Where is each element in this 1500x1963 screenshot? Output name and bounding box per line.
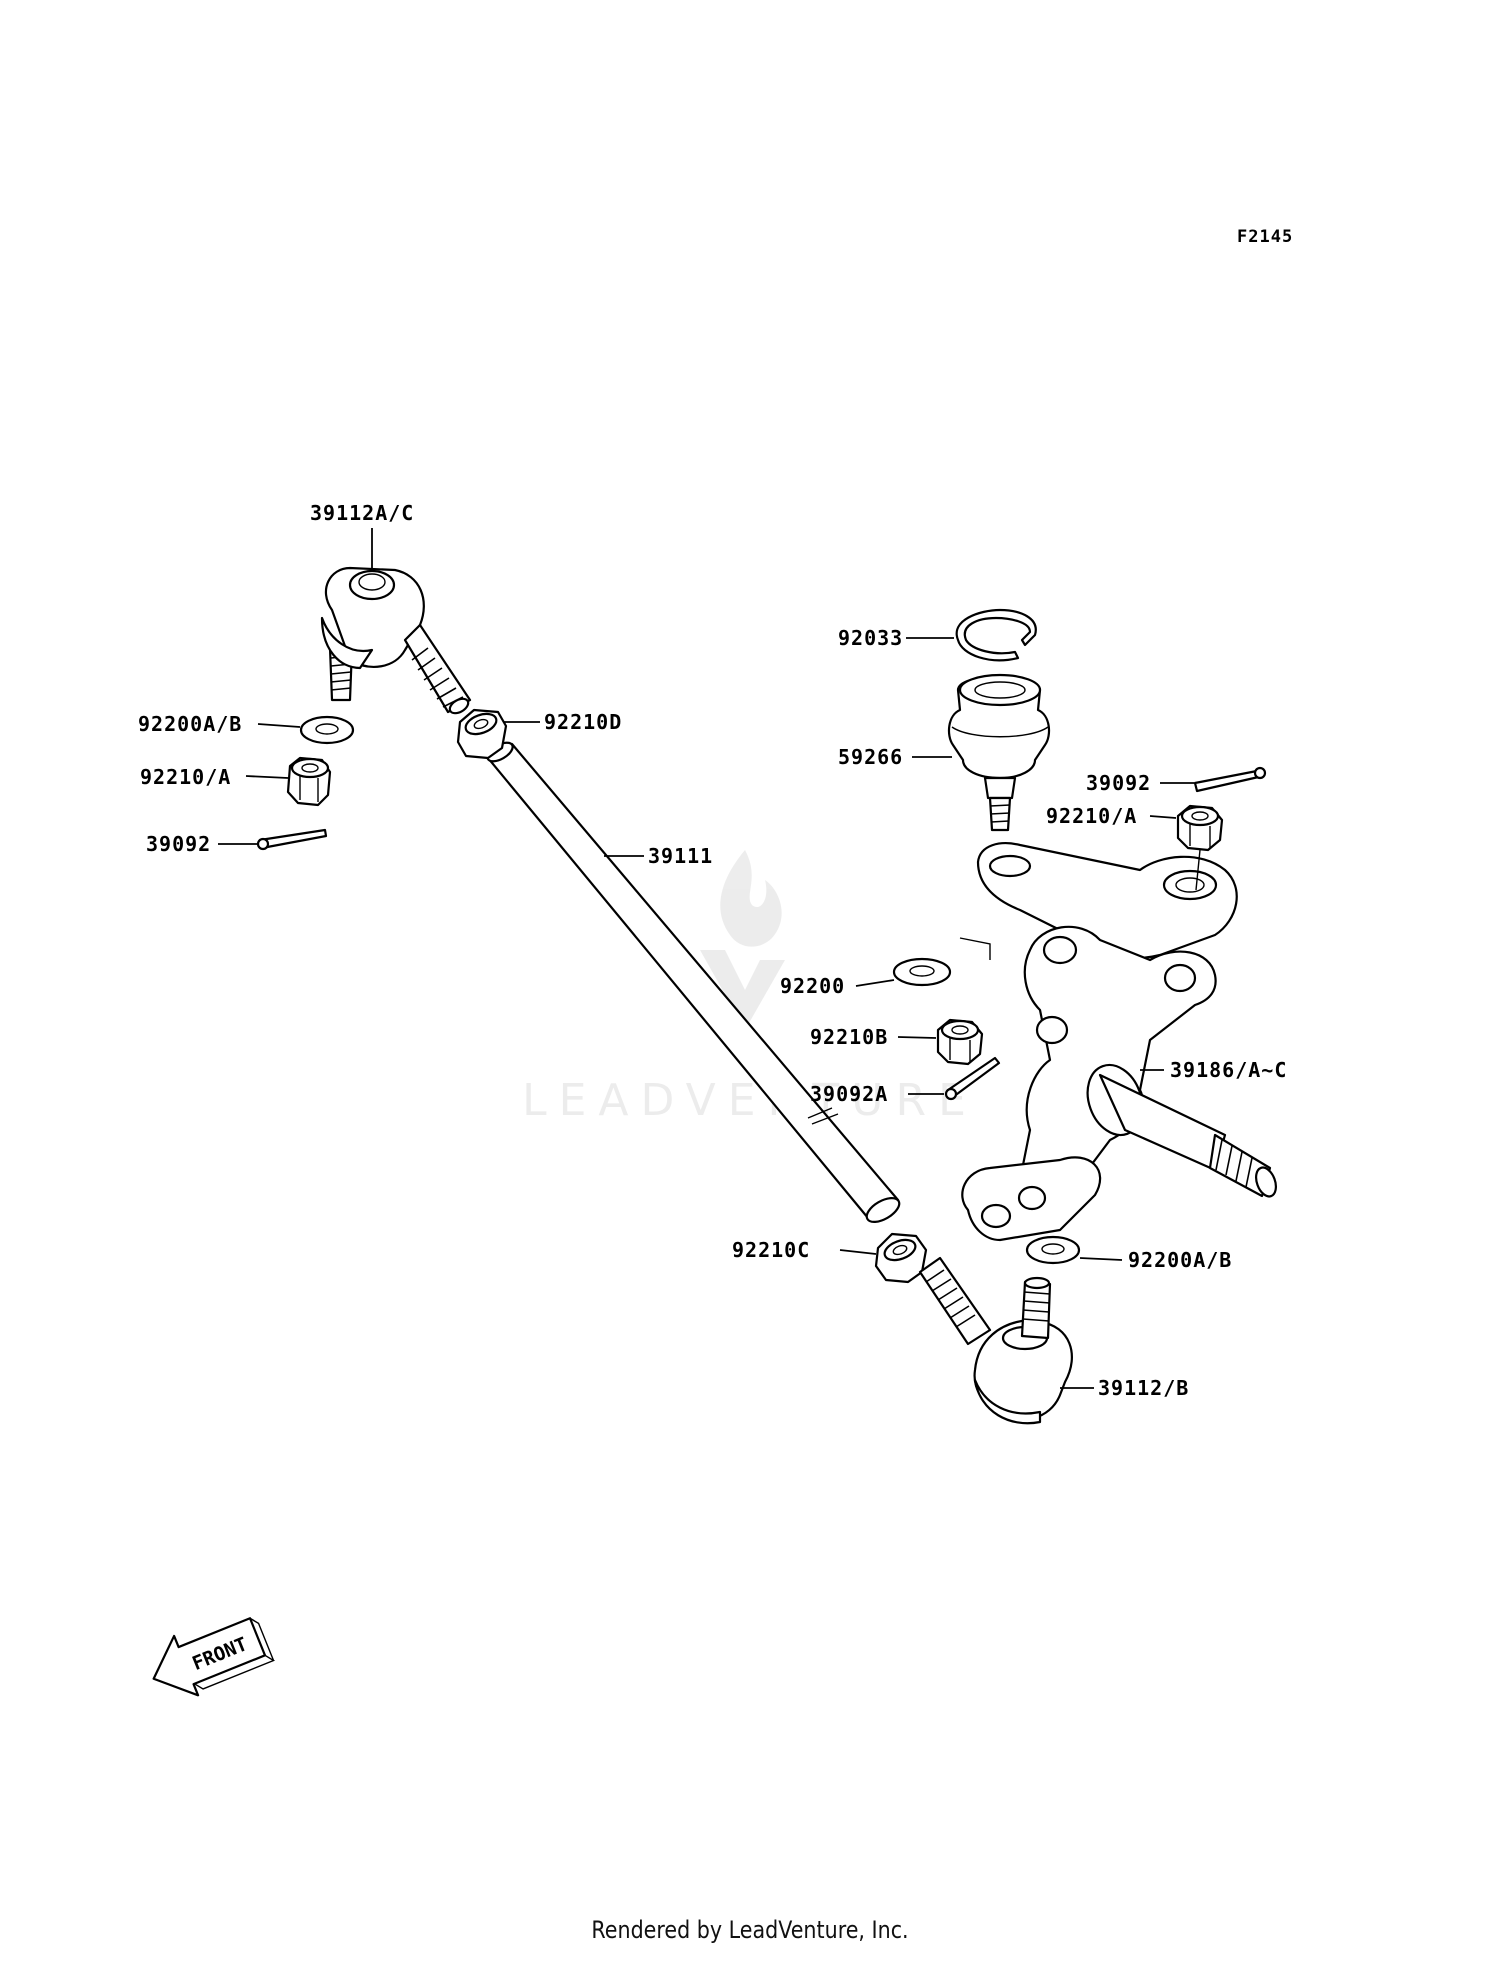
castle-nut-right[interactable] — [1176, 804, 1224, 852]
castle-nut-mid[interactable] — [936, 1018, 984, 1066]
label-39112b: 39112/B — [1098, 1376, 1189, 1400]
label-39092-right: 39092 — [1086, 771, 1151, 795]
washer-left[interactable] — [299, 715, 355, 745]
washer-mid[interactable] — [892, 957, 952, 987]
steering-knuckle[interactable] — [959, 842, 1280, 1242]
label-92210a-left: 92210/A — [140, 765, 231, 789]
front-direction-icon: FRONT — [152, 1617, 276, 1697]
locknut-top[interactable] — [456, 708, 508, 760]
tie-rod-end-bottom[interactable] — [918, 1256, 1073, 1425]
label-92200-mid: 92200 — [780, 974, 845, 998]
label-59266: 59266 — [838, 745, 903, 769]
footer-credit: Rendered by LeadVenture, Inc. — [591, 1916, 909, 1944]
castle-nut-left[interactable] — [286, 756, 332, 807]
washer-right[interactable] — [1025, 1235, 1081, 1265]
tie-rod[interactable] — [484, 739, 903, 1227]
cotter-pin-mid[interactable] — [944, 1056, 1001, 1101]
label-92210b: 92210B — [810, 1025, 888, 1049]
label-92033: 92033 — [838, 626, 903, 650]
label-92210c: 92210C — [732, 1238, 810, 1262]
label-39092a: 39092A — [810, 1082, 888, 1106]
watermark-text: LEADVENTURE — [522, 1075, 978, 1126]
tie-rod-end-top[interactable] — [320, 566, 472, 716]
watermark: LEADVENTURE — [522, 850, 978, 1126]
label-92200ab-left: 92200A/B — [138, 712, 242, 736]
circlip[interactable] — [955, 608, 1037, 662]
cotter-pin-left[interactable] — [256, 828, 328, 851]
label-39111: 39111 — [648, 844, 713, 868]
label-39112ac: 39112A/C — [310, 501, 414, 525]
flame-logo-icon — [700, 850, 785, 1030]
label-39092-left: 39092 — [146, 832, 211, 856]
locknut-bottom[interactable] — [874, 1232, 928, 1284]
cotter-pin-right[interactable] — [1193, 766, 1267, 793]
diagram-id: F2145 — [1237, 227, 1293, 247]
label-39186: 39186/A~C — [1170, 1058, 1287, 1082]
ball-joint[interactable] — [947, 673, 1051, 832]
label-92200ab-right: 92200A/B — [1128, 1248, 1232, 1272]
label-92210d: 92210D — [544, 710, 622, 734]
label-92210a-right: 92210/A — [1046, 804, 1137, 828]
